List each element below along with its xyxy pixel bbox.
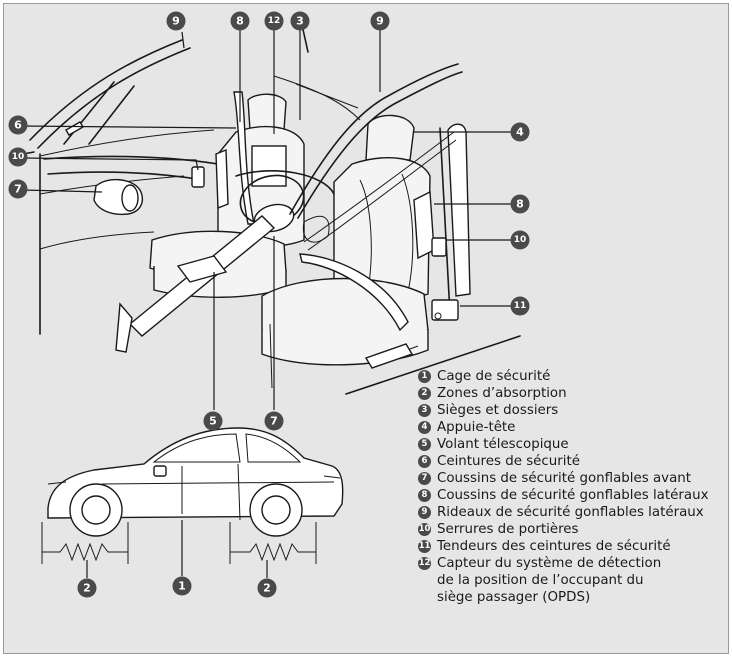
legend-text: Zones d’absorption — [437, 385, 567, 402]
legend-number: 12 — [418, 557, 431, 570]
callout-8-right: 8 — [511, 195, 530, 214]
callout-9-roof-left: 9 — [167, 12, 186, 31]
svg-text:10: 10 — [12, 152, 25, 162]
legend-item: 2 Zones d’absorption — [418, 385, 709, 402]
legend-item: 3 Sièges et dossiers — [418, 402, 709, 419]
legend-text: Coussins de sécurité gonflables latéraux — [437, 487, 709, 504]
callout-10-left: 10 — [9, 148, 28, 167]
legend-item: 6 Ceintures de sécurité — [418, 453, 709, 470]
legend-item: 9 Rideaux de sécurité gonflables latéraux — [418, 504, 709, 521]
legend-item: 8 Coussins de sécurité gonflables latérau… — [418, 487, 709, 504]
callout-7-bottom: 7 — [265, 412, 284, 431]
side-airbag-right — [414, 192, 434, 258]
callout-5: 5 — [204, 412, 223, 431]
legend-number: 8 — [418, 489, 431, 502]
callout-10-right: 10 — [511, 231, 530, 250]
legend-item: 10 Serrures de portières — [418, 521, 709, 538]
legend-number: 1 — [418, 370, 431, 383]
svg-text:4: 4 — [516, 126, 524, 139]
svg-text:5: 5 — [209, 415, 217, 428]
front-airbag-left — [94, 180, 142, 215]
door-lock-right — [432, 238, 446, 256]
svg-text:3: 3 — [296, 15, 304, 28]
legend-item: 1 Cage de sécurité — [418, 368, 709, 385]
legend-number: 5 — [418, 438, 431, 451]
svg-text:1: 1 — [178, 580, 186, 593]
side-airbag-left — [216, 150, 228, 208]
legend-item: 4 Appuie-tête — [418, 419, 709, 436]
legend-text: Volant télescopique — [437, 436, 569, 453]
callout-4: 4 — [511, 123, 530, 142]
legend-item: 7 Coussins de sécurité gonflables avant — [418, 470, 709, 487]
legend-number: 6 — [418, 455, 431, 468]
svg-text:9: 9 — [172, 15, 180, 28]
svg-text:7: 7 — [270, 415, 278, 428]
legend-item: 5 Volant télescopique — [418, 436, 709, 453]
legend-number: 10 — [418, 523, 431, 536]
legend-text: Cage de sécurité — [437, 368, 550, 385]
legend-text: Serrures de portières — [437, 521, 579, 538]
legend-text: Sièges et dossiers — [437, 402, 558, 419]
legend-text: Tendeurs des ceintures de sécurité — [437, 538, 671, 555]
legend-number: 4 — [418, 421, 431, 434]
callout-8-top: 8 — [231, 12, 250, 31]
legend-text: Coussins de sécurité gonflables avant — [437, 470, 691, 487]
legend-item: 11 Tendeurs des ceintures de sécurité — [418, 538, 709, 555]
callout-3: 3 — [291, 12, 310, 31]
svg-text:8: 8 — [516, 198, 524, 211]
svg-text:2: 2 — [83, 582, 91, 595]
callout-6: 6 — [9, 116, 28, 135]
svg-text:12: 12 — [268, 16, 281, 26]
svg-text:11: 11 — [514, 301, 527, 311]
callout-9-roof-right: 9 — [371, 12, 390, 31]
legend-text: Ceintures de sécurité — [437, 453, 580, 470]
svg-text:6: 6 — [14, 119, 22, 132]
legend-number: 11 — [418, 540, 431, 553]
callout-2-front: 2 — [78, 579, 97, 598]
legend-number: 2 — [418, 387, 431, 400]
svg-text:7: 7 — [14, 183, 22, 196]
interior-cutaway — [12, 16, 520, 410]
legend-text: Capteur du système de détection de la po… — [437, 555, 661, 606]
legend-item: 12 Capteur du système de détection de la … — [418, 555, 709, 606]
legend-number: 7 — [418, 472, 431, 485]
svg-text:2: 2 — [263, 582, 271, 595]
callout-12: 12 — [265, 12, 284, 31]
callout-11: 11 — [511, 297, 530, 316]
svg-text:8: 8 — [236, 15, 244, 28]
callout-1: 1 — [173, 577, 192, 596]
legend-number: 9 — [418, 506, 431, 519]
legend-text: Rideaux de sécurité gonflables latéraux — [437, 504, 704, 521]
svg-text:9: 9 — [376, 15, 384, 28]
callout-2-rear: 2 — [258, 579, 277, 598]
belt-pretensioner — [432, 300, 458, 320]
svg-text:10: 10 — [514, 235, 527, 245]
callout-7-left: 7 — [9, 180, 28, 199]
legend-text: Appuie-tête — [437, 419, 515, 436]
legend-number: 3 — [418, 404, 431, 417]
car-side-view — [48, 428, 343, 536]
